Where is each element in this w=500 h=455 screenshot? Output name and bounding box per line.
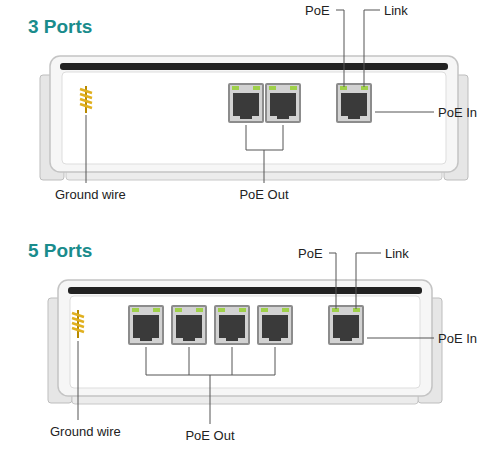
rj45-port (171, 305, 207, 345)
rj45-port (128, 305, 164, 345)
leader-line (78, 341, 79, 420)
leader-lines (78, 253, 434, 424)
leader-line (329, 253, 336, 309)
leader-line (364, 10, 380, 87)
part-label: PoE In (438, 105, 477, 120)
part-label: PoE (305, 3, 330, 18)
rj45-port (328, 305, 364, 345)
part-label: Ground wire (55, 187, 126, 202)
section-heading: 5 Ports (28, 240, 92, 262)
part-label: Ground wire (50, 424, 121, 439)
leader-line (356, 253, 381, 309)
part-label: PoE (298, 246, 323, 261)
leader-line (86, 115, 87, 183)
part-label: PoE Out (185, 428, 234, 443)
part-label: Link (385, 246, 409, 261)
rj45-port (265, 83, 301, 123)
leader-lines (86, 10, 434, 183)
bracket (246, 125, 283, 183)
switch-3-port (40, 56, 468, 180)
section-heading: 3 Ports (28, 16, 92, 38)
rj45-port (336, 83, 372, 123)
leader-line (375, 112, 434, 113)
ground-screw (72, 313, 84, 332)
switch-5-port (48, 280, 442, 404)
part-label: Link (384, 3, 408, 18)
part-label: PoE Out (239, 187, 288, 202)
leader-line (336, 10, 344, 87)
leader-line (367, 338, 434, 339)
part-label: PoE In (438, 331, 477, 346)
housing-gap (60, 63, 448, 70)
ground-screw (80, 89, 92, 108)
rj45-port (228, 83, 264, 123)
housing (50, 56, 458, 172)
bracket (146, 347, 275, 424)
housing-gap (68, 287, 422, 294)
housing-face (70, 296, 420, 388)
rj45-port (214, 305, 250, 345)
rj45-port (257, 305, 293, 345)
